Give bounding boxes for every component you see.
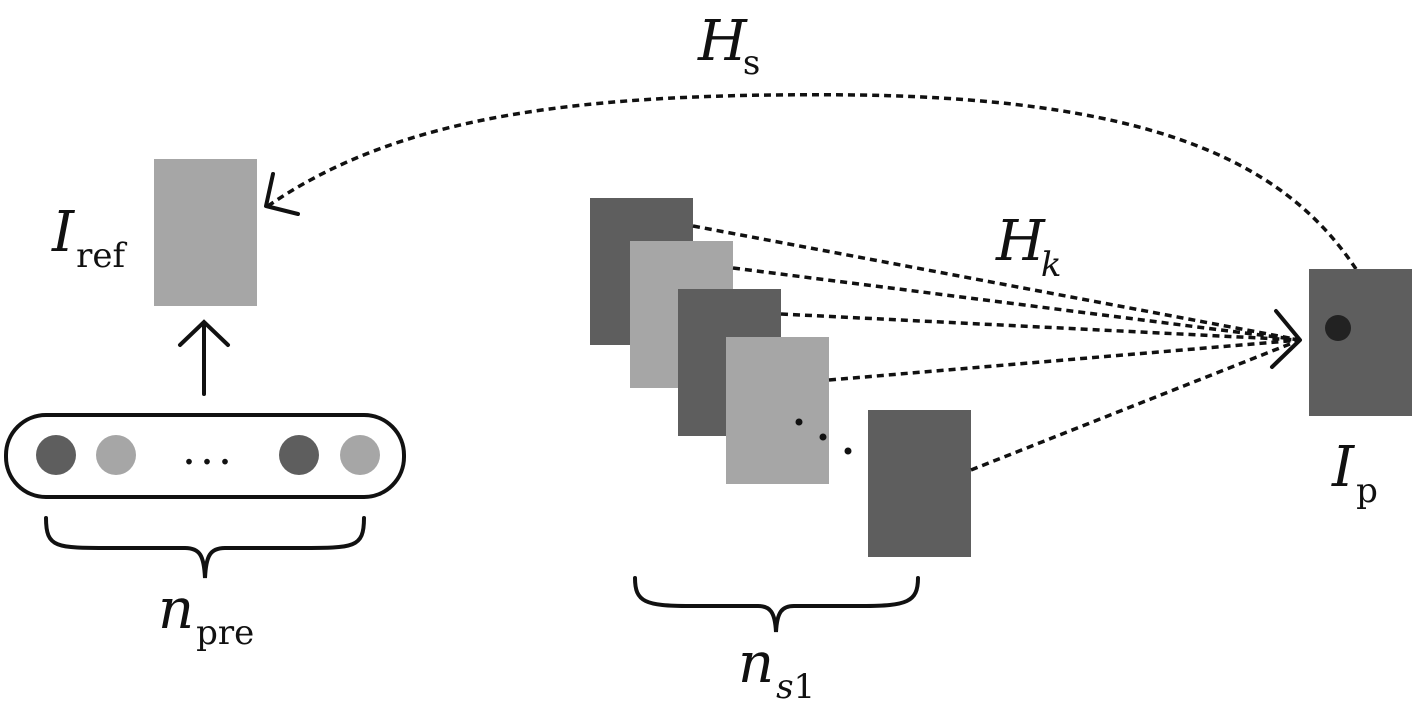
probe-image <box>1309 269 1412 416</box>
stack-brace <box>633 576 920 633</box>
hs-curve <box>267 93 1358 270</box>
homography-lines <box>692 224 1301 472</box>
pool-ellipsis-text: ... <box>182 424 236 475</box>
label-iref-main: I <box>52 200 75 265</box>
up-arrow <box>178 319 230 396</box>
pool-circle-light-1 <box>96 435 136 475</box>
label-ns1-sub: s <box>776 667 794 707</box>
label-ip-main: I <box>1332 435 1355 500</box>
ref-image <box>154 159 257 306</box>
label-hs-sub: s <box>742 43 761 83</box>
label-iref: Iref <box>52 205 125 274</box>
label-hk: Hk <box>996 214 1065 283</box>
label-ns1-main: n <box>738 631 775 696</box>
stack-image-4 <box>726 337 829 484</box>
pool-circle-light-2 <box>340 435 380 475</box>
label-npre: npre <box>158 582 254 651</box>
label-hk-main: H <box>996 209 1045 274</box>
pool-circle-dark-1 <box>36 435 76 475</box>
stack-image-5 <box>868 410 971 557</box>
label-ip: Ip <box>1332 440 1378 509</box>
hs-arrowhead <box>264 172 300 216</box>
label-iref-sub: ref <box>76 236 126 276</box>
label-npre-main: n <box>158 577 195 642</box>
label-hs-main: H <box>698 9 747 74</box>
pool-ellipsis: ... <box>182 428 236 472</box>
label-ns1: ns1 <box>738 636 815 705</box>
pre-brace <box>44 516 366 579</box>
pool-circle-dark-2 <box>279 435 319 475</box>
label-ns1-sub-rest: 1 <box>793 667 816 707</box>
label-ip-sub: p <box>1356 471 1378 511</box>
label-hs: Hs <box>698 14 764 81</box>
label-hk-sub: k <box>1040 245 1062 285</box>
pre-pool-capsule <box>4 413 406 499</box>
probe-point <box>1325 315 1351 341</box>
stack-dot-1 <box>795 418 803 426</box>
stack-dot-2 <box>819 433 827 441</box>
label-npre-sub: pre <box>196 613 255 653</box>
hk-arrowhead <box>1270 309 1302 369</box>
stack-dot-3 <box>844 447 852 455</box>
